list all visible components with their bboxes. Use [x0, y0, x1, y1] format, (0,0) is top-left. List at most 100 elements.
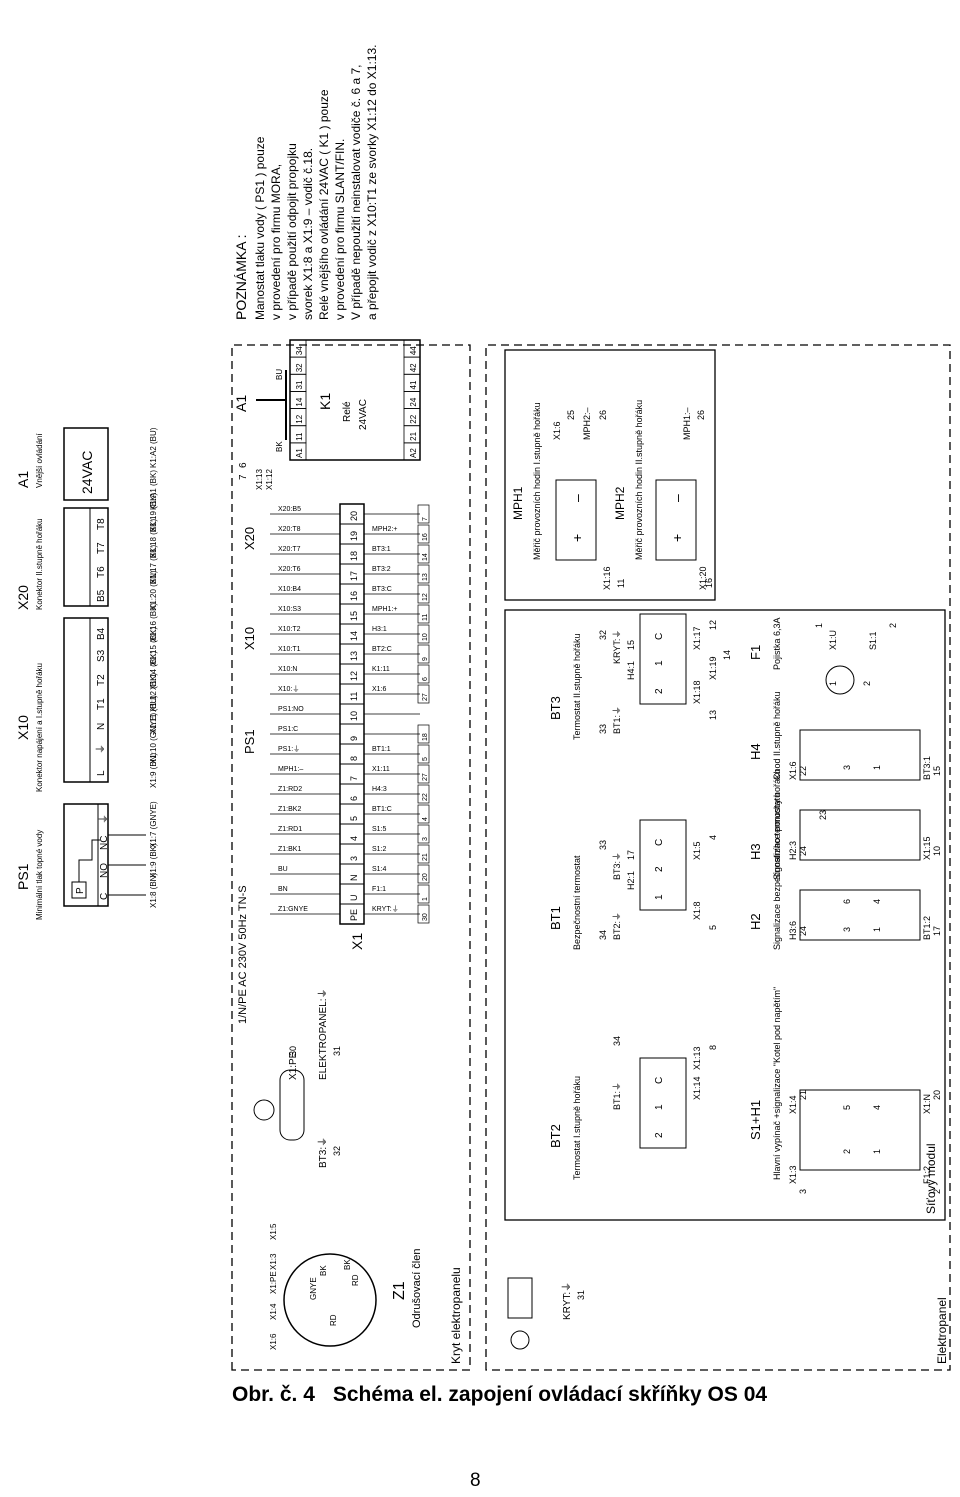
ref-box: 24: [798, 846, 808, 856]
terminal-number: 8: [349, 756, 359, 761]
x10-box: [63, 617, 109, 783]
wire-label: X1:18 (BK): [149, 519, 158, 558]
ref-number: 14: [422, 553, 429, 561]
group-label: X20: [242, 527, 257, 550]
wire-label: X1:19: [708, 656, 718, 680]
relay-box: [289, 339, 421, 461]
terminal-bottom-label: BT2:C: [372, 646, 392, 653]
wire-label: X1:9 (BN): [149, 753, 158, 788]
ref-number: 9: [422, 657, 429, 661]
wire-label: X1:13: [692, 1046, 702, 1070]
ref-box: [417, 544, 430, 564]
group-label: PS1: [242, 729, 257, 754]
pin: T8: [96, 518, 107, 530]
wire-label: X1:9 (BK): [149, 843, 158, 878]
gnd-label: BT1:⏚: [612, 1082, 622, 1110]
terminal-id: X1: [349, 933, 365, 950]
terminal-top-label: Z1:GNYE: [278, 906, 308, 913]
terminal-number: 19: [349, 531, 359, 541]
f1-id: F1: [748, 645, 763, 660]
pin: RD: [329, 1314, 338, 1326]
ref-box: [417, 684, 430, 704]
terminal-number: U: [349, 895, 359, 902]
relay-label: 24VAC: [358, 399, 369, 430]
ref-box: 15: [932, 766, 942, 776]
relay-pin: 41: [409, 380, 418, 389]
meters: MPH1 Měřič provozních hodin I.stupně hoř…: [511, 400, 714, 590]
signals: S1+H1 Hlavní vypínač +signalizace "Kotel…: [748, 617, 942, 1194]
filter-circle: [283, 1253, 377, 1347]
ref-box: 31: [332, 1046, 342, 1056]
ref-box: [417, 784, 430, 804]
h3-id: H3: [748, 843, 763, 860]
pin: T2: [96, 674, 107, 686]
terminal-bottom-label: S1:2: [372, 846, 387, 853]
terminal-bottom-label: KRYT:⏚: [372, 905, 399, 913]
terminal-top-label: X20:T8: [278, 526, 301, 533]
wire-label: H4:1: [626, 661, 636, 680]
terminal-top-label: Z1:BK2: [278, 806, 301, 813]
terminal-bottom-label: F1:1: [372, 886, 386, 893]
ref-box: 22: [798, 766, 808, 776]
figure-title: Schéma el. zapojení ovládací skříňky OS …: [332, 1383, 768, 1406]
ref-box: 2: [932, 1189, 942, 1194]
ref-box: 33: [598, 840, 608, 850]
terminal-number: 20: [349, 511, 359, 521]
terminal-bottom-label: BT3:1: [372, 546, 391, 553]
wire-label: X1:20 (BN): [149, 570, 158, 610]
ref-box: 30: [288, 1046, 298, 1056]
terminal-bottom-labels: KRYT:⏚30F1:11S1:420S1:221S1:53BT1:C4H4:3…: [364, 504, 430, 924]
terminal-bottom-label: BT3:C: [372, 586, 392, 593]
pin: 2: [654, 1132, 665, 1138]
terminal-number: 14: [349, 631, 359, 641]
ref-box: 12: [708, 620, 718, 630]
pin: N: [96, 723, 107, 730]
filter-desc: Odrušovací člen: [411, 1249, 423, 1328]
svg-text:+: +: [569, 534, 585, 542]
wire-label: X1:14: [692, 1076, 702, 1100]
terminal-top-label: PS1:⏚: [278, 745, 300, 753]
terminal-number: 15: [349, 611, 359, 621]
ref-box: [417, 904, 430, 924]
connector-x10: X10 Konektor napájení a I.stupně hořáku …: [15, 603, 158, 792]
bt2-id: BT2: [548, 1124, 563, 1148]
bt1-desc: Bezpečnostní termostat: [572, 855, 582, 950]
wire-label: MPH1:–: [682, 407, 692, 440]
bt3-box: [639, 613, 687, 705]
ref-number: 11: [422, 614, 429, 621]
terminal-bottom-label: K1:11: [372, 666, 390, 673]
mph-frame: [504, 349, 716, 601]
rotated-schematic: POZNÁMKA : Manostat tlaku vody ( PS1 ) p…: [15, 45, 951, 1371]
pe-bus: [279, 1069, 305, 1141]
h2-id: H2: [748, 913, 763, 930]
pin: 2: [842, 1149, 852, 1154]
terminal-number: 10: [349, 711, 359, 721]
mph1-box: [555, 479, 597, 561]
pin: RD: [351, 1274, 360, 1286]
ref-number: 13: [422, 573, 429, 581]
pin: GNYE: [309, 1277, 318, 1300]
pin: ⏚: [98, 814, 110, 824]
terminal-bottom-label: MPH1:+: [372, 606, 397, 613]
wire-label: X1:6: [552, 421, 562, 440]
relay-pin: 12: [295, 414, 304, 423]
pin: ⏚: [95, 744, 107, 754]
pin: 3: [842, 765, 852, 770]
wire-label: X1:19 (BK): [149, 493, 158, 532]
sitovy-modul-label: Síťový modul: [924, 1143, 938, 1214]
ref-box: [417, 644, 430, 664]
wire-label: X1:12 (BK): [149, 673, 158, 712]
gnd-label: BT3:⏚: [612, 852, 622, 880]
terminal-top-label: MPH1:–: [278, 766, 303, 773]
pin: 3: [842, 927, 852, 932]
relay-pin: 42: [409, 363, 418, 372]
h4-id: H4: [748, 743, 763, 760]
mph1-id: MPH1: [511, 486, 525, 520]
ref-box: [417, 624, 430, 644]
wire-label: X1:8: [692, 901, 702, 920]
pin: B4: [96, 627, 107, 640]
ref-number: 16: [422, 533, 429, 541]
relay-pin: A1: [295, 448, 304, 458]
pin: 5: [842, 1105, 852, 1110]
bt1-box: [639, 819, 687, 911]
